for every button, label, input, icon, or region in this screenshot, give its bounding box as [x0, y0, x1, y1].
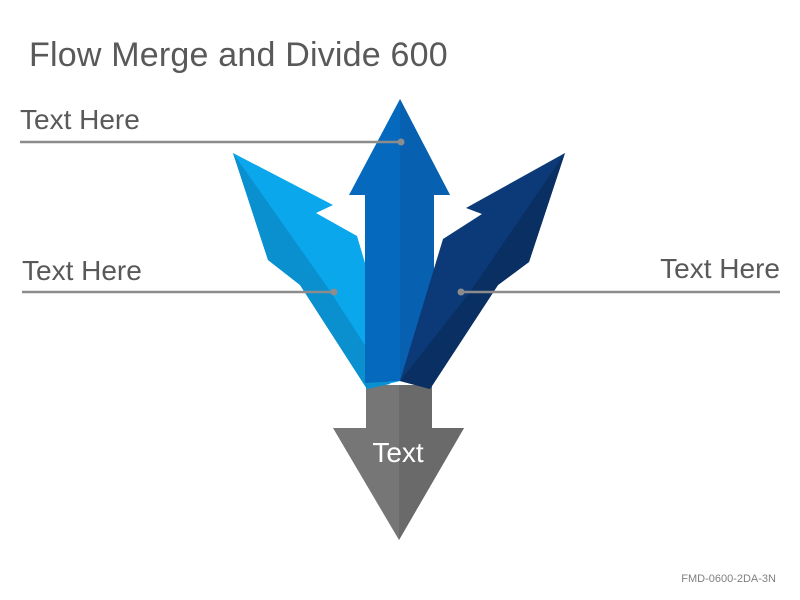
leader-dot-top — [397, 138, 405, 146]
slide-title: Flow Merge and Divide 600 — [29, 36, 448, 74]
down-merge-arrow — [333, 385, 464, 540]
label-middle-right: Text Here — [660, 253, 780, 284]
label-middle-left: Text Here — [22, 255, 142, 286]
merge-arrow-text: Text — [372, 437, 424, 468]
left-arrow — [233, 153, 400, 389]
leader-dot-middle-left — [330, 288, 338, 296]
leader-dot-middle-right — [457, 288, 465, 296]
right-arrow — [400, 153, 565, 389]
leader-lines — [20, 138, 780, 296]
label-top-left: Text Here — [20, 104, 140, 135]
footer-code: FMD-0600-2DA-3N — [681, 573, 776, 585]
